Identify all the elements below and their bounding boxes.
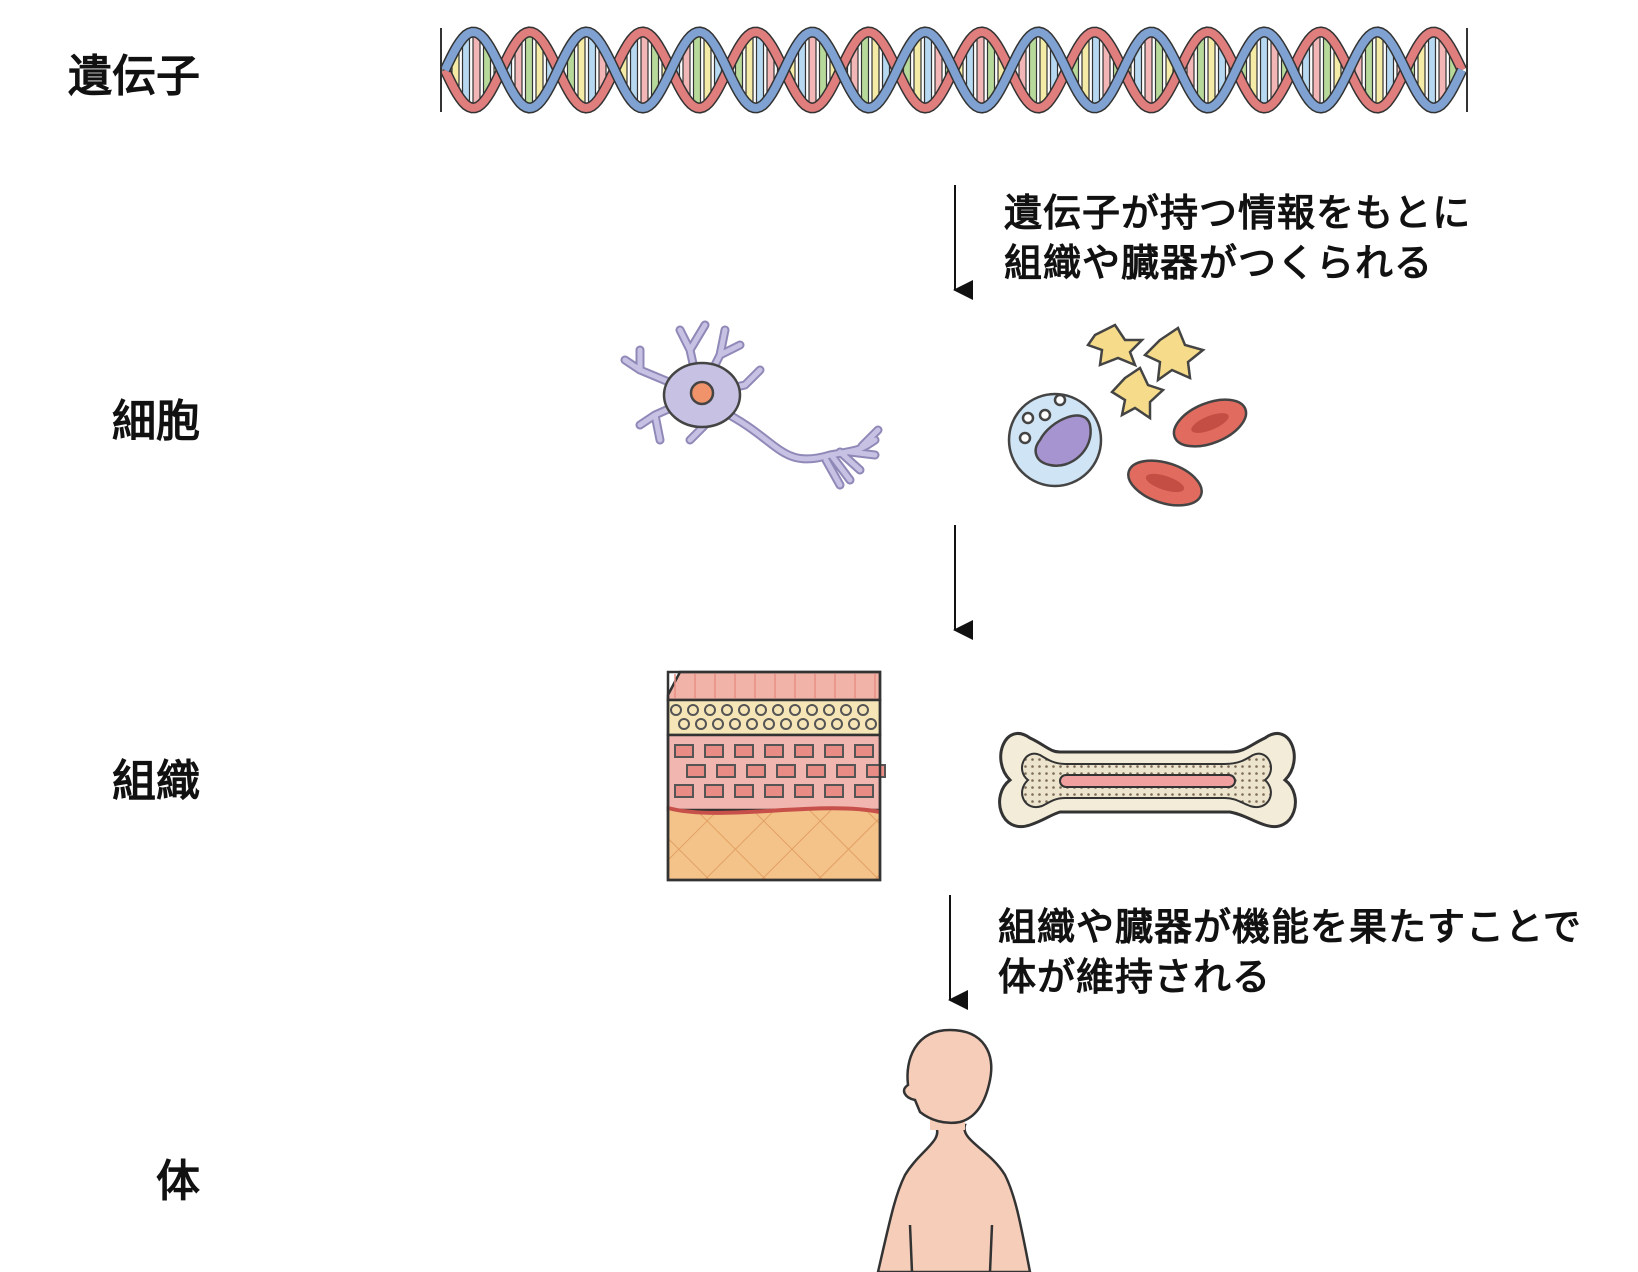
level-label-cell: 細胞 bbox=[112, 396, 200, 447]
dna-base-pair bbox=[472, 32, 481, 108]
skin-cell bbox=[716, 764, 736, 778]
skin-cell bbox=[734, 784, 754, 798]
skin-cell-swirl bbox=[738, 704, 750, 716]
skin-cell bbox=[866, 764, 886, 778]
skin-cell-swirl bbox=[823, 704, 835, 716]
skin-cell bbox=[806, 764, 826, 778]
skin-cell bbox=[746, 764, 766, 778]
dna-base-pair bbox=[577, 32, 586, 108]
dna-base-pair bbox=[976, 31, 985, 109]
skin-cell-swirl bbox=[729, 718, 741, 730]
skin-cell-swirl bbox=[695, 718, 707, 730]
skin-cell bbox=[776, 764, 796, 778]
skin-cell bbox=[764, 784, 784, 798]
dna-strand bbox=[441, 27, 1466, 113]
skin-tissue-icon bbox=[666, 670, 886, 882]
dna-base-pair bbox=[808, 31, 817, 109]
note-tissue-to-body-line2: 体が維持される bbox=[998, 955, 1272, 999]
dna-base-pair bbox=[755, 32, 765, 108]
skin-cell bbox=[824, 784, 844, 798]
skin-cell-swirl bbox=[789, 704, 801, 716]
skin-cell-swirl bbox=[840, 704, 852, 716]
dna-base-pair bbox=[1375, 31, 1384, 109]
dna-base-pair bbox=[1312, 32, 1321, 108]
skin-cell-swirl bbox=[831, 718, 843, 730]
skin-cell-swirl bbox=[763, 718, 775, 730]
dna-base-pair bbox=[587, 33, 597, 107]
blood-cells-icon bbox=[1007, 323, 1248, 507]
skin-cell-swirl bbox=[857, 704, 869, 716]
dna-base-pair bbox=[1039, 33, 1048, 107]
skin-cell bbox=[686, 764, 706, 778]
skin-cell-swirl bbox=[865, 718, 877, 730]
dna-base-pair bbox=[1427, 31, 1437, 109]
dna-base-pair bbox=[1259, 31, 1269, 109]
note-gene-to-cell-line1: 遺伝子が持つ情報をもとに bbox=[1004, 191, 1472, 235]
skin-cell bbox=[824, 744, 844, 758]
skin-cell bbox=[704, 744, 724, 758]
note-gene-to-cell-line2: 組織や臓器がつくられる bbox=[1004, 241, 1434, 285]
note-tissue-to-body: 組織や臓器が機能を果たすことで 体が維持される bbox=[998, 902, 1582, 1002]
skin-cell bbox=[764, 744, 784, 758]
skin-cell bbox=[674, 784, 694, 798]
skin-cell bbox=[836, 764, 856, 778]
skin-cell-swirl bbox=[806, 704, 818, 716]
human-body-icon bbox=[876, 1028, 1032, 1272]
skin-cell-swirl bbox=[687, 704, 699, 716]
skin-cell bbox=[854, 744, 874, 758]
level-label-gene: 遺伝子 bbox=[68, 51, 200, 102]
skin-cell bbox=[734, 744, 754, 758]
skin-cell-swirl bbox=[755, 704, 767, 716]
skin-cell-swirl bbox=[712, 718, 724, 730]
level-label-tissue: 組織 bbox=[112, 756, 200, 807]
skin-cell-swirl bbox=[678, 718, 690, 730]
skin-cell-swirl bbox=[848, 718, 860, 730]
note-gene-to-cell: 遺伝子が持つ情報をもとに 組織や臓器がつくられる bbox=[1004, 188, 1471, 288]
dna-base-pair bbox=[860, 32, 870, 108]
skin-cell-swirl bbox=[704, 704, 716, 716]
skin-cell-swirl bbox=[797, 718, 809, 730]
dna-icon bbox=[440, 26, 1468, 114]
skin-cell bbox=[794, 744, 814, 758]
skin-cell bbox=[854, 784, 874, 798]
dna-base-pair bbox=[524, 31, 534, 109]
dna-base-pair bbox=[1028, 33, 1038, 107]
level-label-body: 体 bbox=[156, 1156, 200, 1207]
dna-base-pair bbox=[640, 31, 649, 109]
dna-base-pair bbox=[692, 31, 702, 109]
dna-base-pair bbox=[1144, 31, 1153, 109]
dna-base-pair bbox=[923, 31, 933, 109]
skin-cell bbox=[794, 784, 814, 798]
skin-cell-swirl bbox=[772, 704, 784, 716]
skin-cell-swirl bbox=[746, 718, 758, 730]
skin-cell bbox=[674, 744, 694, 758]
skin-cell-swirl bbox=[780, 718, 792, 730]
skin-cell bbox=[704, 784, 724, 798]
dna-base-pair bbox=[1207, 32, 1216, 108]
skin-cell-swirl bbox=[721, 704, 733, 716]
skin-cell-swirl bbox=[814, 718, 826, 730]
bone-icon bbox=[998, 731, 1297, 829]
neuron-icon bbox=[620, 320, 883, 490]
note-tissue-to-body-line1: 組織や臓器が機能を果たすことで bbox=[998, 905, 1582, 949]
skin-cell-swirl bbox=[670, 704, 682, 716]
dna-base-pair bbox=[1091, 31, 1101, 109]
